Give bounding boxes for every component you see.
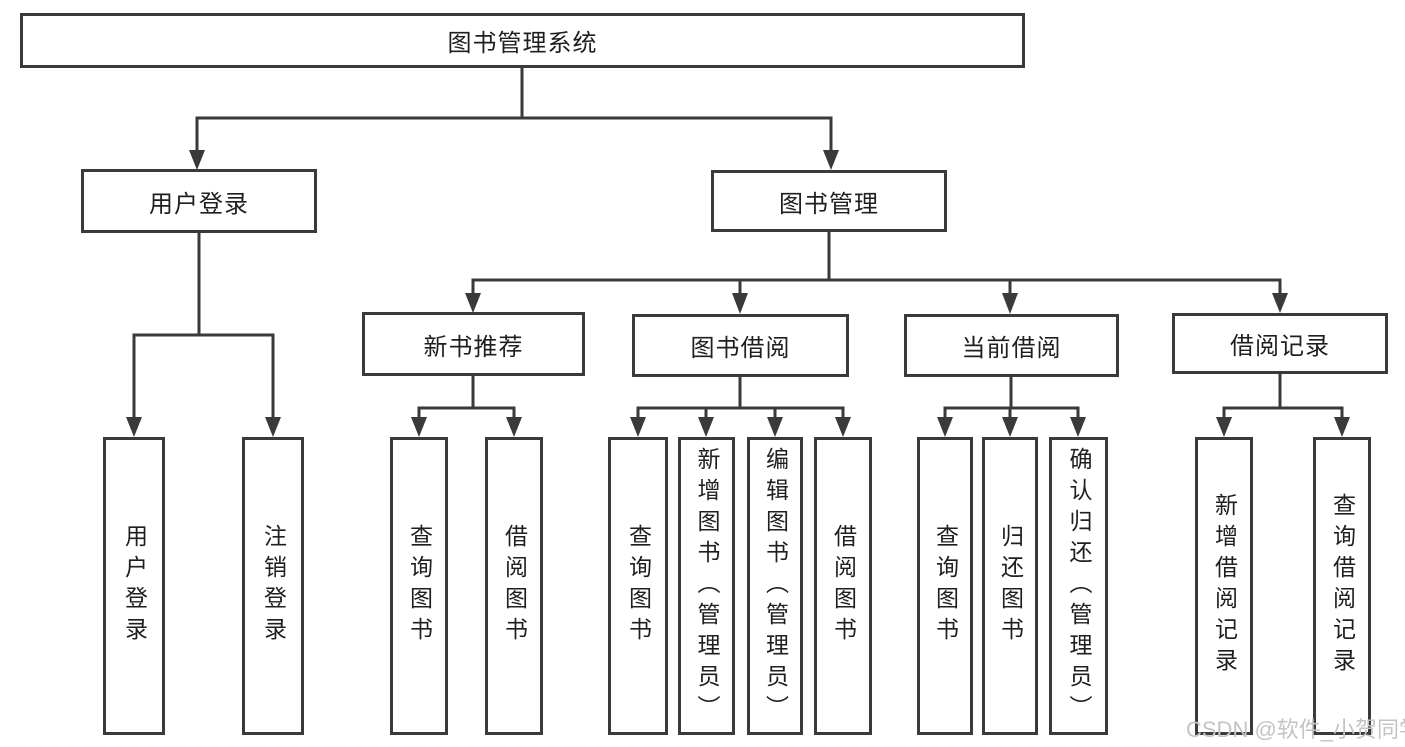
node-library-management-system: 图书管理系统	[20, 13, 1025, 68]
arrow-down-icon	[1334, 417, 1350, 437]
node-label: 新书推荐	[423, 333, 524, 361]
leaf-label: 查询图书	[406, 524, 433, 648]
leaf-label: 查询图书	[932, 524, 959, 648]
leaf-recommend-query-books: 查询图书	[390, 437, 448, 735]
arrow-down-icon	[732, 293, 748, 314]
node-label: 用户登录	[149, 190, 249, 218]
node-new-book-recommend: 新书推荐	[362, 312, 585, 376]
arrow-down-icon	[506, 417, 522, 437]
node-label: 当前借阅	[961, 335, 1062, 362]
arrow-down-icon	[126, 417, 142, 437]
leaf-label: 确认归还（管理员）	[1066, 446, 1092, 726]
node-label: 图书管理	[779, 190, 879, 218]
node-book-management: 图书管理	[711, 170, 947, 232]
leaf-label: 新增借阅记录	[1211, 493, 1238, 679]
arrow-down-icon	[630, 417, 646, 437]
arrow-down-icon	[835, 417, 851, 437]
arrow-down-icon	[767, 417, 783, 437]
leaf-borrow-add-books-admin: 新增图书（管理员）	[678, 437, 735, 735]
leaf-user-login: 用户登录	[103, 437, 165, 735]
leaf-record-query-borrow-record: 查询借阅记录	[1313, 437, 1371, 735]
csdn-watermark: CSDN @软件_小贺同学	[1186, 717, 1405, 742]
leaf-label: 查询借阅记录	[1329, 493, 1356, 679]
arrow-down-icon	[189, 150, 205, 170]
node-current-borrow: 当前借阅	[904, 314, 1119, 377]
arrow-down-icon	[465, 293, 481, 313]
leaf-current-confirm-return-admin: 确认归还（管理员）	[1049, 437, 1108, 735]
leaf-label: 借阅图书	[501, 524, 528, 648]
node-label: 图书借阅	[690, 335, 791, 362]
leaf-label: 查询图书	[625, 524, 652, 648]
leaf-borrow-edit-books-admin: 编辑图书（管理员）	[747, 437, 803, 735]
leaf-current-query-books: 查询图书	[917, 437, 973, 735]
leaf-label: 注销登录	[260, 524, 287, 648]
node-user-login: 用户登录	[81, 169, 317, 233]
arrow-down-icon	[823, 150, 839, 170]
arrow-down-icon	[937, 417, 953, 437]
node-book-borrow: 图书借阅	[632, 314, 849, 377]
arrow-down-icon	[1002, 293, 1018, 314]
leaf-recommend-borrow-books: 借阅图书	[485, 437, 543, 735]
node-label: 借阅记录	[1230, 333, 1330, 360]
leaf-record-add-borrow-record: 新增借阅记录	[1195, 437, 1253, 735]
leaf-label: 新增图书（管理员）	[694, 446, 720, 726]
node-label: 图书管理系统	[447, 30, 598, 57]
leaf-logout-login: 注销登录	[242, 437, 304, 735]
arrow-down-icon	[265, 417, 281, 437]
arrow-down-icon	[698, 417, 714, 437]
leaf-label: 归还图书	[997, 524, 1024, 648]
leaf-current-return-books: 归还图书	[982, 437, 1038, 735]
arrow-down-icon	[411, 417, 427, 437]
node-borrow-record: 借阅记录	[1172, 313, 1388, 374]
leaf-label: 编辑图书（管理员）	[762, 446, 789, 726]
arrow-down-icon	[1272, 293, 1288, 313]
leaf-borrow-borrow-books: 借阅图书	[814, 437, 872, 735]
arrow-down-icon	[1002, 417, 1018, 437]
arrow-down-icon	[1070, 417, 1086, 437]
leaf-borrow-query-books: 查询图书	[608, 437, 668, 735]
arrow-down-icon	[1216, 417, 1232, 437]
leaf-label: 用户登录	[121, 524, 148, 648]
leaf-label: 借阅图书	[830, 524, 857, 648]
